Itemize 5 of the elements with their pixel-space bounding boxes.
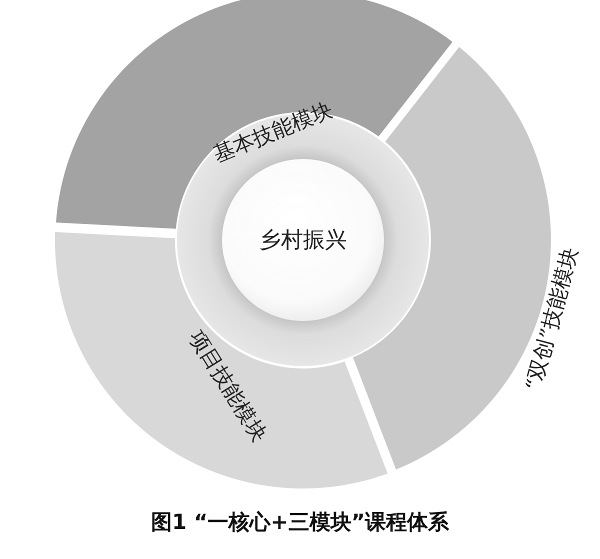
segment-label: 基本技能模块	[209, 96, 337, 169]
figure-caption: 图1 “一核心+三模块”课程体系	[150, 509, 450, 536]
segment-label: 项目技能模块	[183, 325, 273, 447]
segment-label: “双创”技能模块	[520, 244, 584, 394]
core-label: 乡村振兴	[259, 227, 347, 255]
